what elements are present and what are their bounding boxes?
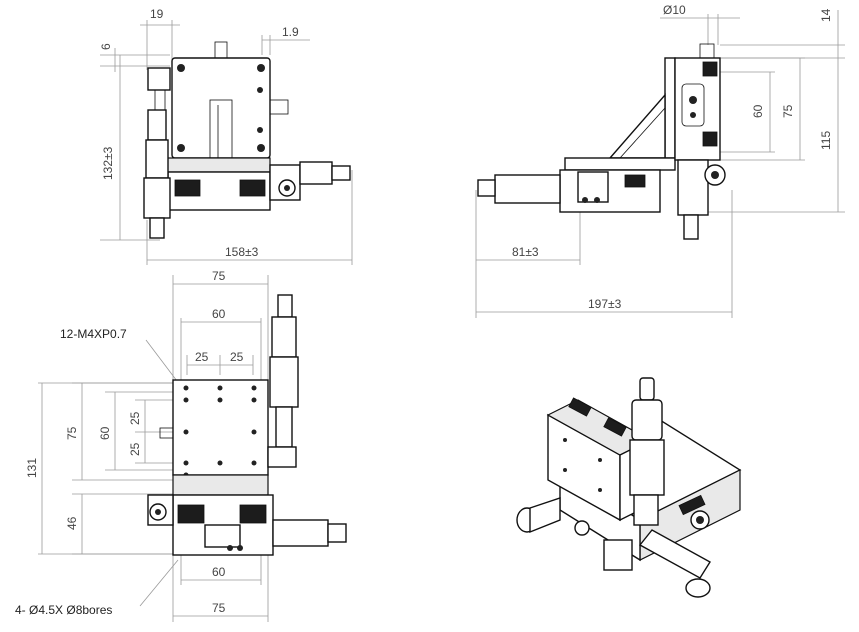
dim-6: 6	[99, 43, 113, 50]
bore-note: 4- Ø4.5X Ø8bores	[15, 603, 112, 617]
dim-60-bottom: 60	[212, 565, 226, 579]
dim-60-side: 60	[751, 104, 765, 118]
dim-131: 131	[25, 458, 39, 478]
dim-25-vert-b: 25	[128, 442, 142, 456]
dim-diameter-10: Ø10	[663, 3, 686, 17]
top-view: 19 1.9 6 132±3 158±3	[99, 7, 353, 265]
dim-132: 132±3	[101, 146, 115, 180]
dim-60-top: 60	[212, 307, 226, 321]
dim-1-9: 1.9	[282, 25, 299, 39]
dim-46: 46	[65, 516, 79, 530]
dim-75-vert: 75	[65, 426, 79, 440]
front-stage-plate	[172, 379, 269, 476]
dim-25-vert-a: 25	[128, 411, 142, 425]
thread-note: 12-M4XP0.7	[60, 327, 127, 341]
dim-75-top: 75	[212, 269, 226, 283]
dim-115: 115	[819, 131, 833, 150]
dim-25-a: 25	[195, 350, 209, 364]
top-stage-plate	[171, 57, 271, 159]
dim-75-side: 75	[781, 104, 795, 118]
dim-60-vert: 60	[98, 426, 112, 440]
front-view: 75 60 25 25 12-M4XP0.7 131 75 60 25 25 4…	[15, 269, 347, 622]
side-view: Ø10 14 60 75 115 81±3 197±3	[475, 3, 845, 318]
dim-19: 19	[150, 7, 164, 21]
dim-81: 81±3	[512, 245, 539, 259]
dim-75-bottom: 75	[212, 601, 226, 615]
isometric-view	[516, 377, 742, 598]
dim-14: 14	[819, 8, 833, 22]
dim-197: 197±3	[588, 297, 622, 311]
dim-158: 158±3	[225, 245, 259, 259]
dim-25-b: 25	[230, 350, 244, 364]
